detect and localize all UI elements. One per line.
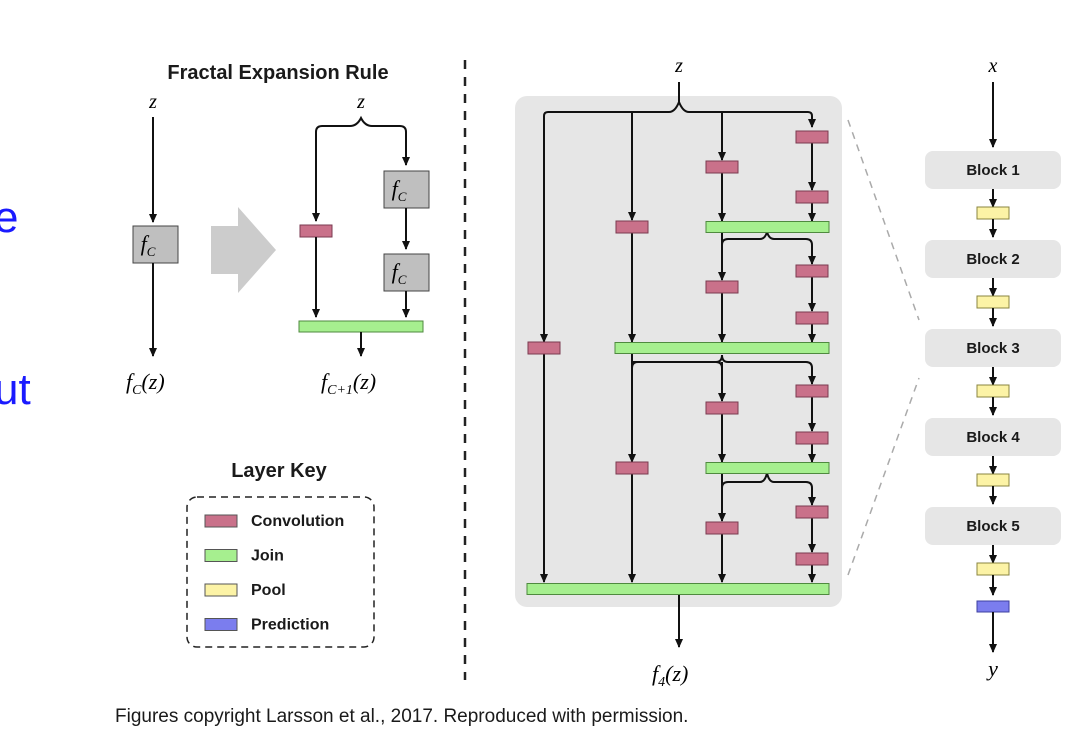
join-layer-3 — [526, 583, 830, 595]
conv-layer-5 — [705, 280, 739, 294]
conv-layer-7 — [527, 341, 561, 355]
conv-layer-10 — [705, 401, 739, 415]
expanded-conv-layer — [299, 224, 333, 238]
slide-fragment-top: e — [0, 193, 18, 242]
figure-caption: Figures copyright Larsson et al., 2017. … — [115, 706, 688, 727]
expanded-brace — [315, 115, 410, 166]
conv-layer-1 — [795, 190, 829, 204]
expanded-fc-box-top — [383, 170, 430, 209]
expansion-rule-title: Fractal Expansion Rule — [167, 62, 388, 84]
fractal-network-expanded: z f4(z) — [515, 55, 920, 690]
conv-layer-0 — [795, 130, 829, 144]
pool-layer-3 — [976, 384, 1010, 398]
expanded-input-z: z — [356, 91, 365, 113]
zoom-line-bottom — [847, 377, 920, 576]
block-label-4: Block 4 — [966, 429, 1020, 446]
expanded-fc-label-top: fC — [392, 176, 407, 204]
middle-output-label: f4(z) — [652, 661, 688, 690]
conv-layer-9 — [795, 431, 829, 445]
expansion-arrow-icon — [211, 207, 276, 293]
key-swatch-0 — [204, 514, 238, 528]
pool-layer-1 — [976, 206, 1010, 220]
layer-key-title: Layer Key — [231, 460, 327, 482]
key-swatch-3 — [204, 618, 238, 631]
pool-layer-5 — [976, 562, 1010, 576]
slide-fragment-bottom: ut — [0, 365, 31, 414]
base-fc-label: fC — [141, 231, 156, 259]
conv-layer-13 — [795, 552, 829, 566]
expanded-fc-box-bottom — [383, 253, 430, 292]
conv-layer-6 — [615, 220, 649, 234]
block-1 — [925, 151, 1061, 189]
key-label-3: Prediction — [251, 617, 329, 634]
block-3 — [925, 329, 1061, 367]
conv-layer-14 — [705, 521, 739, 535]
key-label-1: Join — [251, 548, 284, 565]
key-swatch-1 — [204, 549, 238, 562]
join-layer-2 — [705, 462, 830, 474]
pool-layer-2 — [976, 295, 1010, 309]
prediction-layer — [976, 600, 1010, 613]
join-layer-1 — [614, 342, 830, 354]
layer-key-border — [186, 496, 375, 648]
block-label-5: Block 5 — [966, 518, 1019, 535]
base-input-z: z — [148, 91, 157, 113]
base-output-label: fC(z) — [126, 369, 165, 398]
right-output-y: y — [986, 656, 998, 681]
conv-layer-2 — [705, 160, 739, 174]
key-label-0: Convolution — [251, 513, 344, 530]
block-2 — [925, 240, 1061, 278]
block-label-2: Block 2 — [966, 251, 1019, 268]
conv-layer-8 — [795, 384, 829, 398]
block-4 — [925, 418, 1061, 456]
join-layer-0 — [705, 221, 830, 233]
conv-layer-11 — [615, 461, 649, 475]
key-label-2: Pool — [251, 582, 286, 599]
block-label-3: Block 3 — [966, 340, 1019, 357]
expanded-output-label: fC+1(z) — [321, 369, 376, 398]
block-5 — [925, 507, 1061, 545]
conv-layer-12 — [795, 505, 829, 519]
block-label-1: Block 1 — [966, 162, 1019, 179]
conv-layer-3 — [795, 264, 829, 278]
pool-layer-4 — [976, 473, 1010, 487]
right-input-x: x — [988, 55, 998, 77]
expanded-fc-label-bottom: fC — [392, 259, 407, 287]
base-fc-box — [132, 225, 179, 264]
fractal-expansion-rule: Fractal Expansion Rule z fC fC(z) z fC f… — [126, 62, 430, 398]
zoom-line-top — [847, 119, 920, 321]
conv-layer-4 — [795, 311, 829, 325]
middle-input-z: z — [674, 55, 683, 77]
key-swatch-2 — [204, 583, 238, 597]
network-stack: x Block 1 Block 2 Block 3 Block 4 Block 5 y — [925, 55, 1061, 681]
expanded-join-layer — [298, 320, 424, 333]
